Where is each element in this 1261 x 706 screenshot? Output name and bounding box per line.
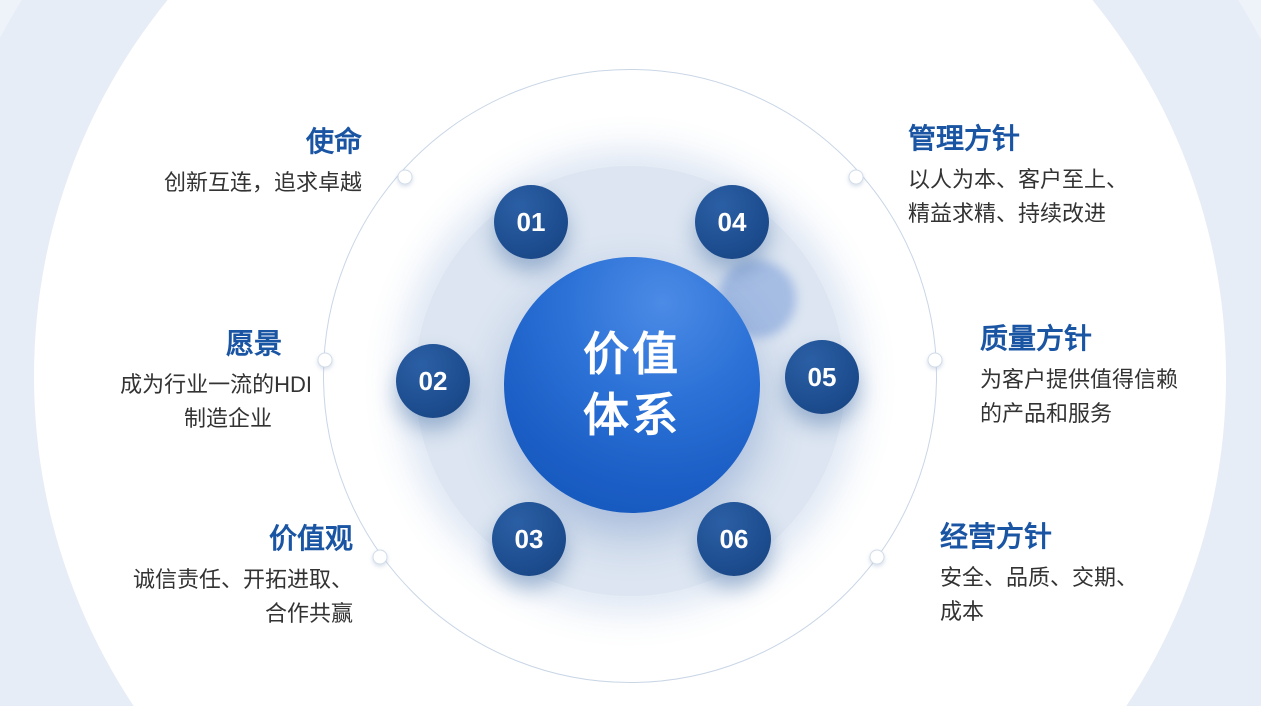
- center-title: 价值 体系: [583, 324, 681, 446]
- section-vision-line1: 成为行业一流的HDI: [120, 372, 312, 397]
- section-management-line2: 精益求精、持续改进: [908, 201, 1107, 226]
- node-01-label: 01: [516, 206, 546, 237]
- node-04-label: 04: [717, 206, 747, 237]
- node-06-label: 06: [719, 523, 749, 554]
- section-mission: 使命 创新互连，追求卓越: [164, 124, 362, 200]
- section-operation-title: 经营方针: [940, 521, 1053, 552]
- center-title-line1: 价值: [583, 328, 681, 380]
- section-values-title: 价值观: [268, 523, 353, 554]
- section-operation-policy: 经营方针 安全、品质、交期、 成本: [940, 519, 1138, 629]
- node-05: 05: [785, 340, 859, 414]
- section-management-line1: 以人为本、客户至上、: [908, 167, 1129, 192]
- orbit-dot-top-left: [397, 169, 413, 185]
- center-title-line2: 体系: [583, 389, 681, 441]
- node-03: 03: [492, 502, 566, 576]
- section-mission-line1: 创新互连，追求卓越: [163, 170, 362, 195]
- section-vision-line2: 制造企业: [183, 406, 272, 431]
- node-04: 04: [695, 185, 769, 259]
- section-mission-title: 使命: [305, 126, 362, 157]
- section-management-title: 管理方针: [908, 123, 1021, 154]
- orbit-dot-left: [317, 352, 333, 368]
- section-quality-line1: 为客户提供值得信赖: [980, 367, 1179, 392]
- node-05-label: 05: [807, 361, 837, 392]
- section-vision: 愿景 成为行业一流的HDI 制造企业: [120, 326, 312, 436]
- section-quality-policy: 质量方针 为客户提供值得信赖 的产品和服务: [980, 321, 1178, 431]
- node-03-label: 03: [514, 523, 544, 554]
- orbit-dot-right: [927, 352, 943, 368]
- section-vision-title: 愿景: [225, 328, 282, 359]
- section-quality-title: 质量方针: [980, 323, 1093, 354]
- orbit-dot-top-right: [848, 169, 864, 185]
- node-06: 06: [697, 502, 771, 576]
- section-values-line1: 诚信责任、开拓进取、: [132, 567, 353, 592]
- orbit-outline-circle: [323, 69, 937, 683]
- section-operation-line2: 成本: [940, 599, 985, 624]
- section-values-line2: 合作共赢: [264, 601, 353, 626]
- section-operation-line1: 安全、品质、交期、: [940, 565, 1139, 590]
- node-02-label: 02: [418, 365, 448, 396]
- center-circle: 价值 体系: [504, 257, 760, 513]
- section-management-policy: 管理方针 以人为本、客户至上、 精益求精、持续改进: [908, 121, 1128, 231]
- orbit-dot-bottom-right: [869, 549, 885, 565]
- node-02: 02: [396, 344, 470, 418]
- section-quality-line2: 的产品和服务: [980, 401, 1113, 426]
- orbit-dot-bottom-left: [372, 549, 388, 565]
- section-values: 价值观 诚信责任、开拓进取、 合作共赢: [133, 521, 353, 631]
- node-01: 01: [494, 185, 568, 259]
